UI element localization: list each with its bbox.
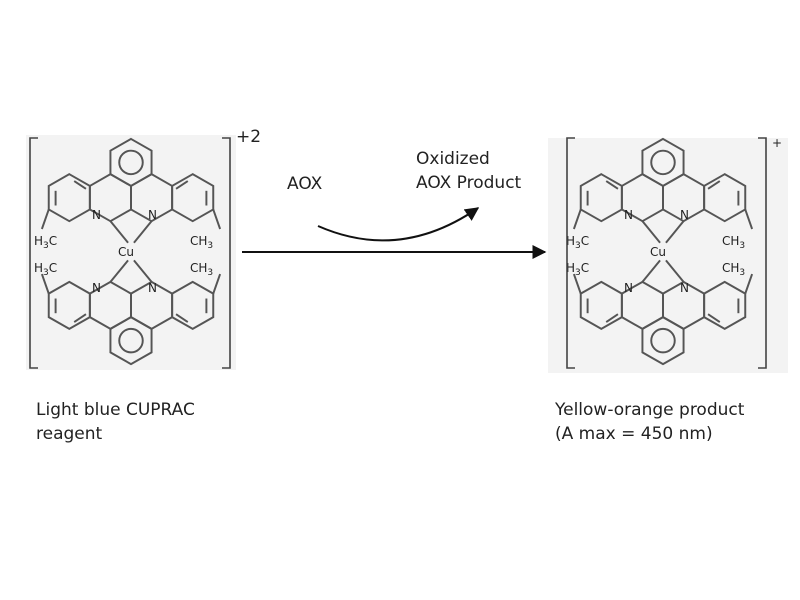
curved-arrow: [317, 207, 480, 242]
byproduct-label-line2: AOX Product: [416, 173, 522, 193]
atom-n-label: N: [680, 208, 689, 222]
atom-n-label: N: [680, 281, 689, 295]
reactant-caption-line1: Light blue CUPRAC: [36, 400, 195, 420]
methyl-label: CH3: [190, 261, 213, 278]
atom-n-label: N: [148, 281, 157, 295]
left-bracket: [29, 137, 38, 369]
atom-cu-label: Cu: [118, 245, 134, 259]
right-bracket: [758, 137, 767, 369]
product-caption-line1: Yellow-orange product: [555, 400, 745, 420]
methyl-label: H3C: [34, 234, 57, 251]
atom-n-label: N: [148, 208, 157, 222]
atom-n-label: N: [624, 208, 633, 222]
methyl-label: H3C: [34, 261, 57, 278]
product-caption-line2: (A max = 450 nm): [555, 424, 713, 444]
reactant-charge: +2: [236, 127, 262, 147]
atom-n-label: N: [92, 208, 101, 222]
right-bracket: [222, 137, 231, 369]
reactant-structure: N N Cu N N H3C CH3 H3C CH3: [26, 135, 236, 370]
atom-cu-label: Cu: [650, 245, 666, 259]
atom-n-label: N: [92, 281, 101, 295]
left-bracket: [566, 137, 575, 369]
byproduct-label-line1: Oxidized: [416, 149, 490, 169]
methyl-label: H3C: [566, 261, 589, 278]
product-structure: N N Cu N N H3C CH3 H3C CH3: [548, 137, 788, 373]
product-charge: +: [772, 136, 783, 150]
methyl-label: CH3: [722, 234, 745, 251]
methyl-label: CH3: [190, 234, 213, 251]
aox-label: AOX: [287, 174, 323, 194]
methyl-label: CH3: [722, 261, 745, 278]
atom-n-label: N: [624, 281, 633, 295]
reactant-caption-line2: reagent: [36, 424, 103, 444]
methyl-label: H3C: [566, 234, 589, 251]
